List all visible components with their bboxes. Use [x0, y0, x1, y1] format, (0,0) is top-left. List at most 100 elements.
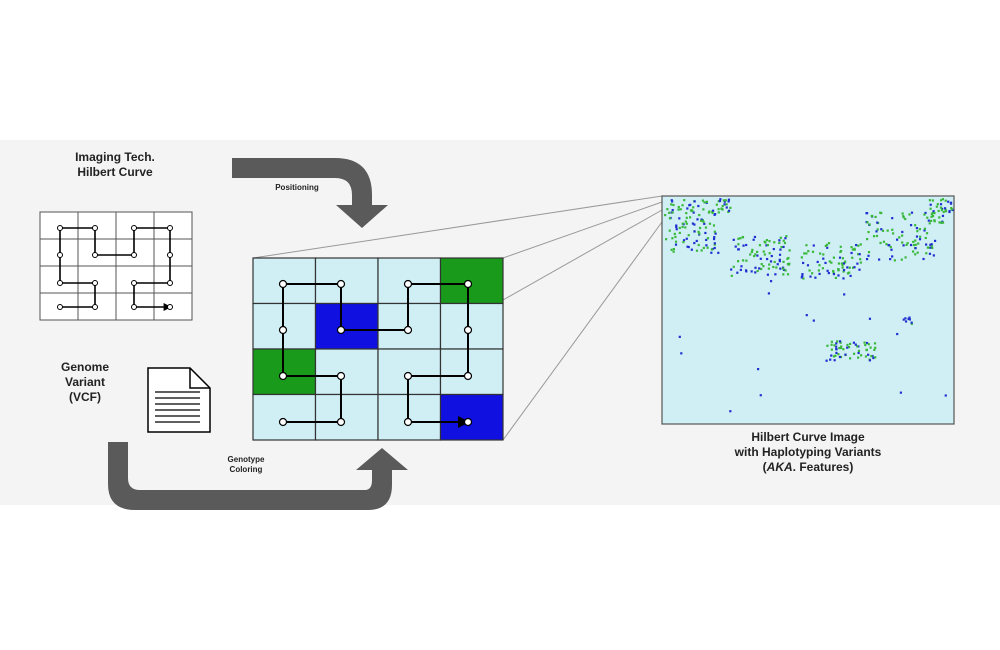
variant-dot [944, 210, 948, 213]
variant-dot [850, 251, 853, 255]
variant-dot [865, 212, 869, 215]
variant-dot [713, 246, 716, 250]
variant-dot [779, 248, 782, 251]
variant-dot [773, 260, 776, 264]
grid-cell [314, 393, 379, 441]
variant-dot [882, 240, 886, 243]
variant-dot [852, 341, 856, 344]
variant-dot [677, 208, 680, 211]
variant-dot [808, 269, 811, 272]
variant-dot [880, 211, 883, 215]
variant-dot [802, 277, 805, 280]
variant-dot [788, 262, 791, 265]
variant-dot [712, 224, 716, 227]
variant-dot [812, 244, 815, 247]
variant-dot [822, 257, 825, 260]
variant-dot [938, 221, 941, 224]
variant-dot [678, 217, 681, 220]
variant-dot [705, 244, 708, 247]
variant-dot [827, 271, 830, 275]
curve-node [278, 325, 288, 335]
variant-dot [940, 221, 943, 224]
variant-dot [830, 340, 833, 343]
variant-dot [700, 219, 703, 222]
variant-dot [932, 210, 935, 213]
variant-dot [827, 242, 831, 245]
variant-dot [933, 239, 937, 242]
variant-dot [675, 228, 678, 231]
variant-dot [782, 260, 785, 263]
variant-dot [770, 254, 773, 258]
variant-dot [700, 249, 703, 252]
variant-dot [849, 274, 852, 278]
variant-dot [704, 231, 707, 235]
variant-dot [874, 346, 877, 349]
variant-dot [681, 222, 684, 225]
variant-dot [737, 260, 740, 263]
variant-dot [854, 343, 857, 346]
grid-cell [439, 302, 504, 350]
variant-dot [830, 354, 833, 357]
curve-node [463, 325, 473, 335]
variant-dot [833, 344, 836, 347]
variant-dot [834, 354, 837, 357]
variant-dot [834, 345, 838, 348]
variant-dot [752, 238, 755, 241]
variant-dot [865, 348, 868, 351]
variant-dot [672, 203, 675, 207]
variant-dot [859, 261, 862, 264]
variant-dot [825, 359, 828, 362]
variant-dot [932, 254, 935, 257]
variant-dot [859, 243, 862, 246]
variant-dot [948, 210, 951, 214]
variant-dot [901, 241, 904, 244]
variant-dot [837, 262, 841, 265]
variant-dot [912, 240, 915, 243]
variant-dot [841, 264, 844, 267]
variant-dot [695, 239, 698, 243]
variant-dot [765, 244, 768, 247]
variant-dot [768, 252, 771, 255]
variant-dot [775, 266, 778, 269]
variant-dot [706, 237, 710, 240]
variant-dot [724, 199, 727, 202]
variant-dot [844, 260, 847, 263]
variant-dot [772, 247, 775, 251]
variant-dot [825, 243, 829, 246]
variant-dot [693, 241, 696, 245]
variant-dot [896, 332, 899, 336]
variant-dot [811, 250, 815, 253]
variant-dot [912, 250, 915, 253]
variant-dot [710, 248, 714, 251]
variant-dot [751, 248, 754, 251]
grid-cell [252, 348, 317, 396]
curve-node [463, 417, 473, 427]
variant-dot [685, 212, 688, 215]
variant-dot [670, 203, 673, 206]
variant-dot [687, 245, 690, 249]
variant-dot [766, 273, 770, 276]
grid-cell [314, 257, 379, 305]
variant-dot [851, 248, 854, 251]
variant-dot [674, 240, 678, 243]
variant-dot [773, 241, 776, 244]
variant-dot [730, 274, 733, 277]
variant-dot [838, 256, 842, 259]
variant-dot [858, 268, 861, 271]
variant-dot [874, 356, 877, 359]
variant-dot [919, 235, 922, 238]
variant-dot [940, 208, 943, 212]
grid-cell [252, 393, 317, 441]
variant-dot [812, 319, 815, 322]
variant-dot [928, 222, 931, 225]
variant-dot [805, 314, 808, 317]
variant-dot [885, 243, 888, 246]
variant-dot [879, 241, 882, 245]
variant-dot [754, 266, 757, 269]
variant-dot [865, 257, 869, 261]
variant-dot [739, 268, 742, 272]
variant-dot [767, 267, 770, 270]
variant-dot [949, 201, 953, 204]
variant-dot [754, 271, 757, 274]
variant-dot [782, 245, 785, 249]
